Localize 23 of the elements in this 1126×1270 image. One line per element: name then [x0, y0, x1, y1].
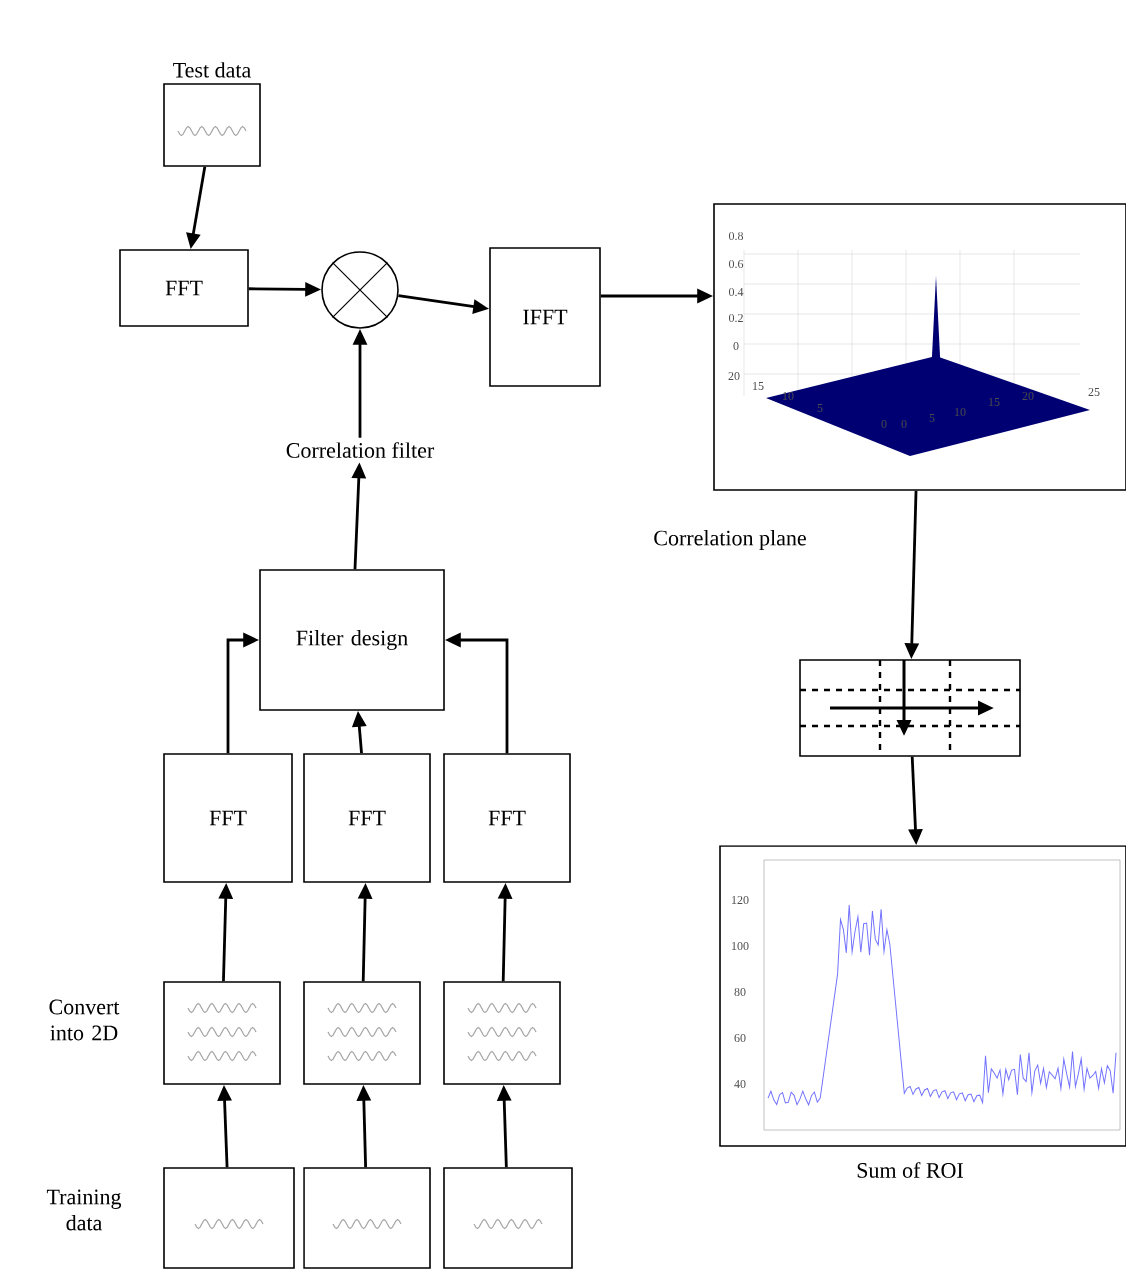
- multiplier-symbol: [321, 251, 399, 329]
- waveform-box: [163, 981, 281, 1085]
- waveform-box: [303, 981, 421, 1085]
- process-box: FFT: [303, 753, 431, 883]
- row-label: Training data: [46, 1189, 122, 1231]
- row-label: Convert into 2D: [49, 999, 120, 1041]
- waveform-box: [443, 981, 561, 1085]
- signal-box: Test data: [163, 62, 261, 167]
- roi-scan-box: [798, 658, 1022, 758]
- node-label: Test data: [173, 62, 251, 78]
- process-box: IFFT: [489, 247, 601, 387]
- surface-plot-drawing: [713, 203, 1126, 491]
- waveform-box: [163, 1167, 295, 1269]
- signal-plot-drawing: [719, 845, 1126, 1147]
- process-box: FFT: [443, 753, 571, 883]
- process-box: FFT: [119, 249, 249, 327]
- process-box: Filter design: [259, 569, 445, 711]
- node-label: Correlation plane: [654, 530, 806, 550]
- node-label: Sum of ROI: [857, 1162, 963, 1178]
- process-box: FFT: [163, 753, 293, 883]
- waveform-box: [443, 1167, 573, 1269]
- signal-label: Correlation filter: [286, 442, 435, 458]
- waveform-box: [303, 1167, 431, 1269]
